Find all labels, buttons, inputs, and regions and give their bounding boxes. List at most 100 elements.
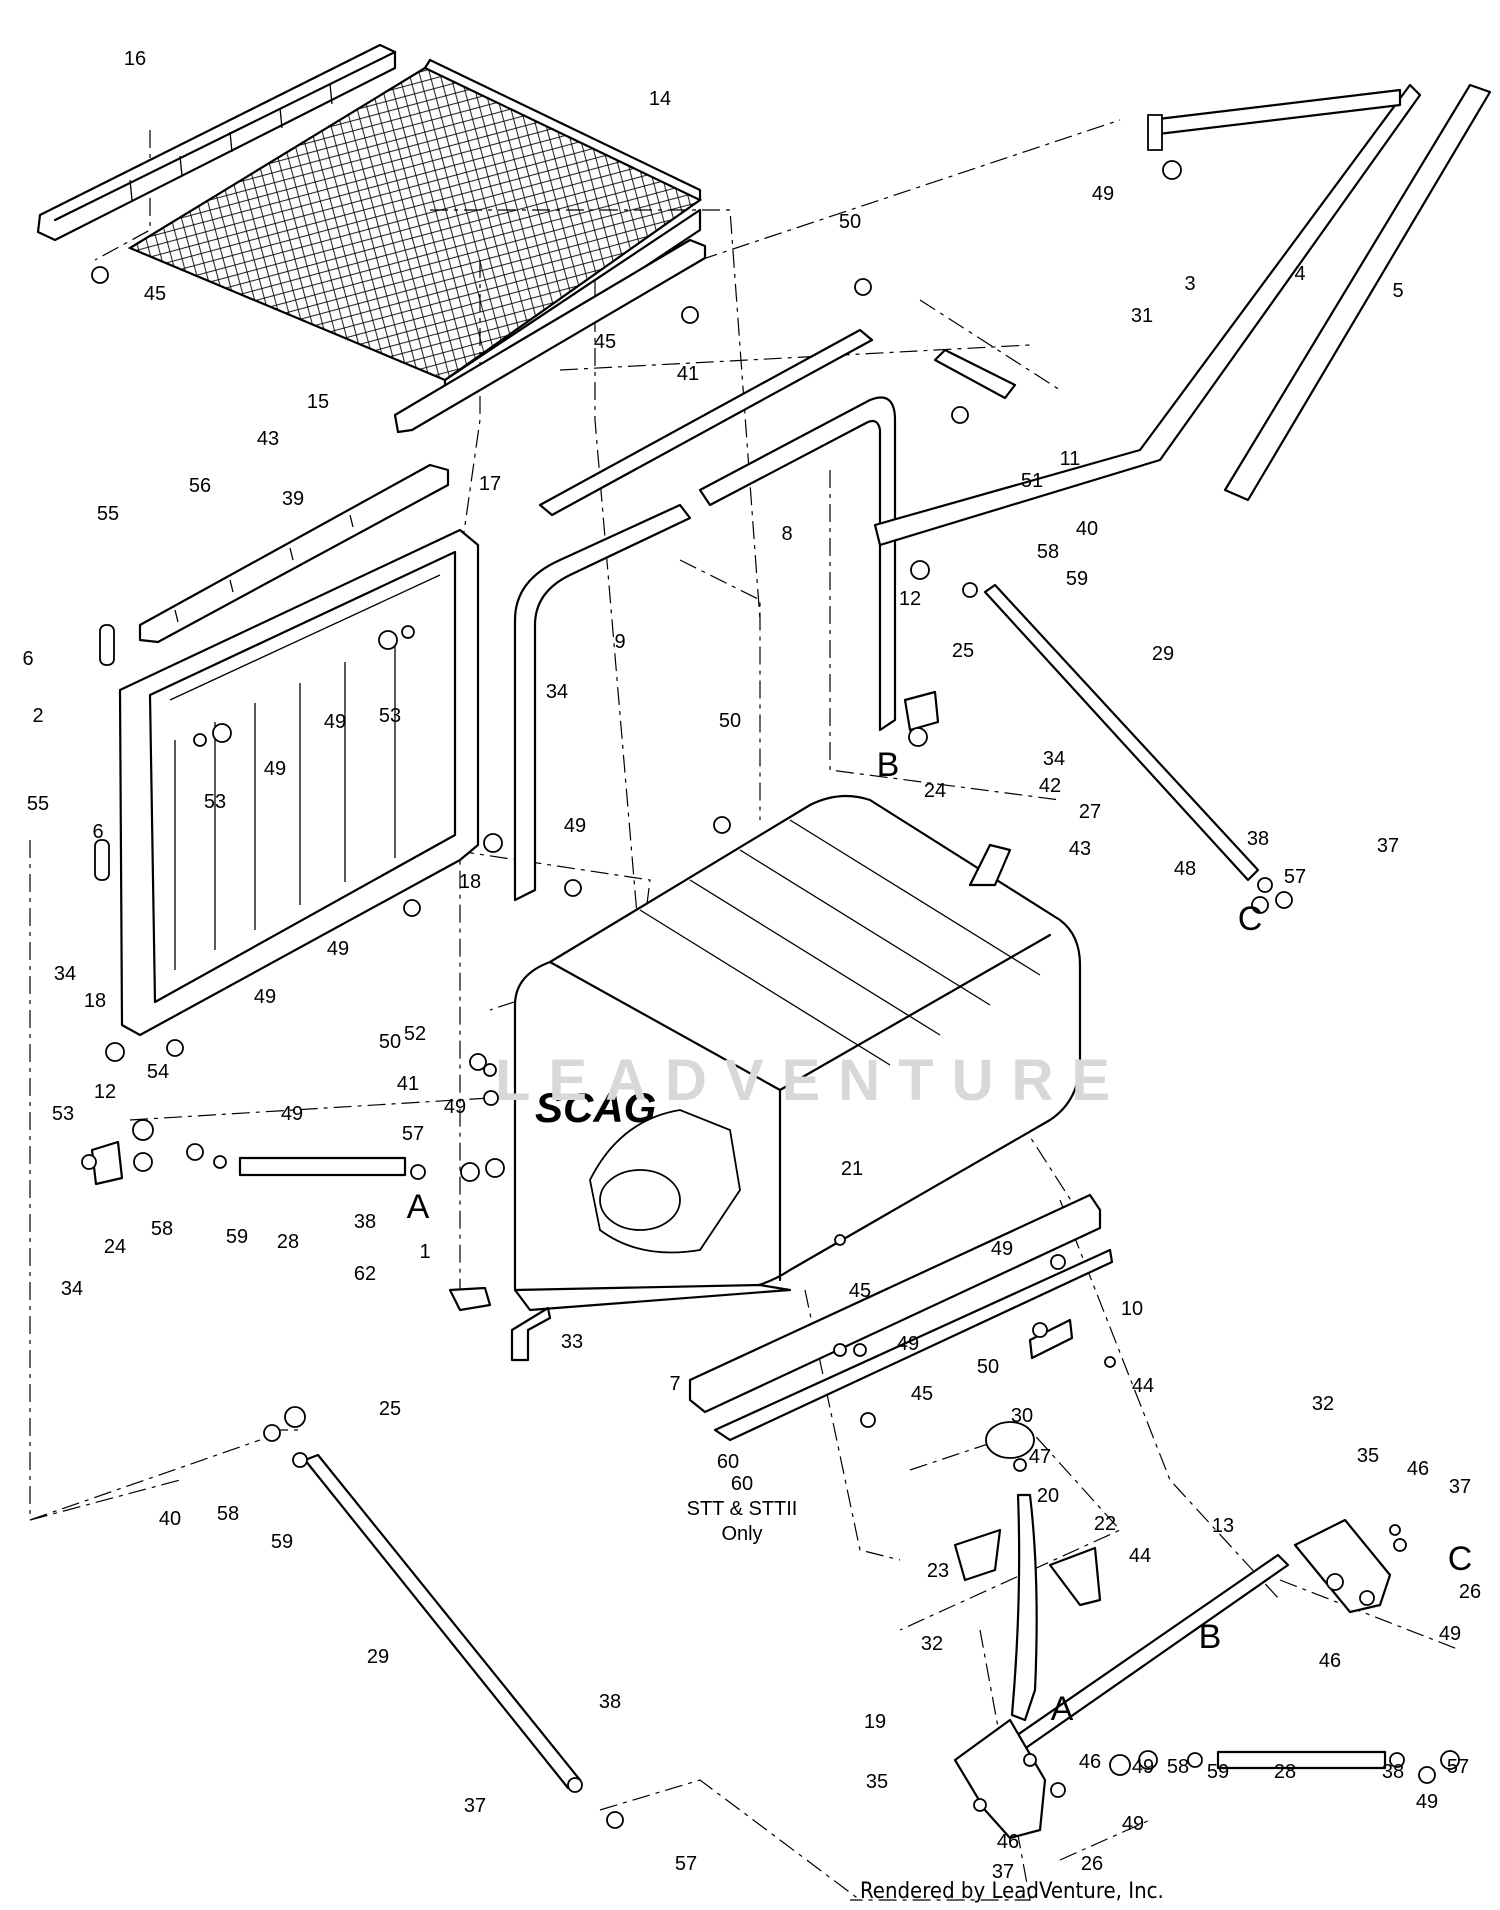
callout-51: 51	[1021, 470, 1043, 492]
callout-37: 37	[992, 1861, 1014, 1883]
callout-50: 50	[379, 1031, 401, 1053]
callout-8: 8	[781, 523, 792, 545]
part-8-u-bracket	[698, 396, 897, 732]
callout-2: 2	[32, 705, 43, 727]
part-15-bracket	[393, 238, 707, 434]
callout-24: 24	[924, 780, 946, 802]
callout-57: 57	[675, 1853, 697, 1875]
callout-48: 48	[1174, 858, 1196, 880]
part-29-rod-lower	[303, 1453, 582, 1790]
callout-34: 34	[546, 681, 568, 703]
callout-49: 49	[264, 758, 286, 780]
callout-49: 49	[324, 711, 346, 733]
part-2-door-frame	[118, 528, 480, 1037]
callout-12: 12	[94, 1081, 116, 1103]
callout-35: 35	[866, 1771, 888, 1793]
callout-57: 57	[1284, 866, 1306, 888]
callout-49: 49	[897, 1333, 919, 1355]
callout-53: 53	[379, 705, 401, 727]
callout-46: 46	[1407, 1458, 1429, 1480]
note-line-2: STT & STTII	[687, 1498, 798, 1520]
callout-49: 49	[1122, 1813, 1144, 1835]
callout-49: 49	[1439, 1623, 1461, 1645]
reference-letter-C: C	[1238, 900, 1263, 938]
callout-58: 58	[151, 1218, 173, 1240]
credit-text: Rendered by LeadVenture, Inc.	[860, 1879, 1164, 1904]
note-line-3: Only	[721, 1523, 762, 1545]
part-33-bracket	[510, 1306, 552, 1362]
callout-33: 33	[561, 1331, 583, 1353]
part-26-bracket-upper	[1293, 1518, 1392, 1614]
part-26-bracket-lower	[953, 1718, 1047, 1840]
callout-53: 53	[52, 1103, 74, 1125]
part-28-rod-right	[1216, 1750, 1387, 1770]
part-9-side-bracket	[513, 503, 692, 902]
reference-letter-A: A	[407, 1188, 430, 1226]
part-62-clip	[448, 1286, 492, 1312]
callout-59: 59	[271, 1531, 293, 1553]
part-6-links	[94, 624, 115, 881]
callout-57: 57	[1447, 1756, 1469, 1778]
callout-25: 25	[379, 1398, 401, 1420]
callout-49: 49	[254, 986, 276, 1008]
callout-1: 1	[419, 1241, 430, 1263]
callout-49: 49	[444, 1096, 466, 1118]
callout-45: 45	[911, 1383, 933, 1405]
callout-41: 41	[397, 1073, 419, 1095]
part-27-latch	[968, 843, 1012, 887]
part-29-rod-upper	[983, 583, 1260, 882]
callout-50: 50	[719, 710, 741, 732]
callout-26: 26	[1081, 1853, 1103, 1875]
callout-57: 57	[402, 1123, 424, 1145]
part-12-bracket-right	[903, 690, 940, 732]
callout-44: 44	[1129, 1545, 1151, 1567]
callout-18: 18	[84, 990, 106, 1012]
callout-39: 39	[282, 488, 304, 510]
callout-49: 49	[564, 815, 586, 837]
callout-58: 58	[1167, 1756, 1189, 1778]
part-28-rod-left	[238, 1156, 407, 1177]
callout-15: 15	[307, 391, 329, 413]
callout-41: 41	[677, 363, 699, 385]
callout-22: 22	[1094, 1513, 1116, 1535]
callout-16: 16	[124, 48, 146, 70]
callout-11: 11	[1060, 448, 1081, 470]
callout-59: 59	[1066, 568, 1088, 590]
callout-43: 43	[257, 428, 279, 450]
callout-50: 50	[839, 211, 861, 233]
part-16-rail	[36, 43, 397, 242]
callout-32: 32	[921, 1633, 943, 1655]
callout-34: 34	[54, 963, 76, 985]
callout-49: 49	[1416, 1791, 1438, 1813]
callout-34: 34	[61, 1278, 83, 1300]
part-23-clip	[953, 1528, 1002, 1582]
callout-49: 49	[1132, 1756, 1154, 1778]
callout-37: 37	[1449, 1476, 1471, 1498]
part-60-plate	[713, 1248, 1114, 1442]
callout-37: 37	[1377, 835, 1399, 857]
callout-24: 24	[104, 1236, 126, 1258]
callout-17: 17	[479, 473, 501, 495]
callout-46: 46	[1079, 1751, 1101, 1773]
callout-52: 52	[404, 1023, 426, 1045]
callout-31: 31	[1131, 305, 1153, 327]
callout-42: 42	[1039, 775, 1061, 797]
callout-9: 9	[614, 631, 625, 653]
callout-40: 40	[1076, 518, 1098, 540]
part-10-bracket	[1028, 1318, 1074, 1360]
callout-58: 58	[217, 1503, 239, 1525]
callout-27: 27	[1079, 801, 1101, 823]
callout-60: 60	[717, 1451, 739, 1473]
callout-44: 44	[1132, 1375, 1154, 1397]
watermark: LEADVENTURE	[495, 1048, 1128, 1113]
part-12-bracket-left	[90, 1140, 124, 1186]
callout-34: 34	[1043, 748, 1065, 770]
part-14-mesh-screen	[127, 58, 703, 402]
callout-3: 3	[1184, 273, 1195, 295]
callout-49: 49	[281, 1103, 303, 1125]
callout-28: 28	[277, 1231, 299, 1253]
callout-59: 59	[1207, 1761, 1229, 1783]
callout-12: 12	[899, 588, 921, 610]
